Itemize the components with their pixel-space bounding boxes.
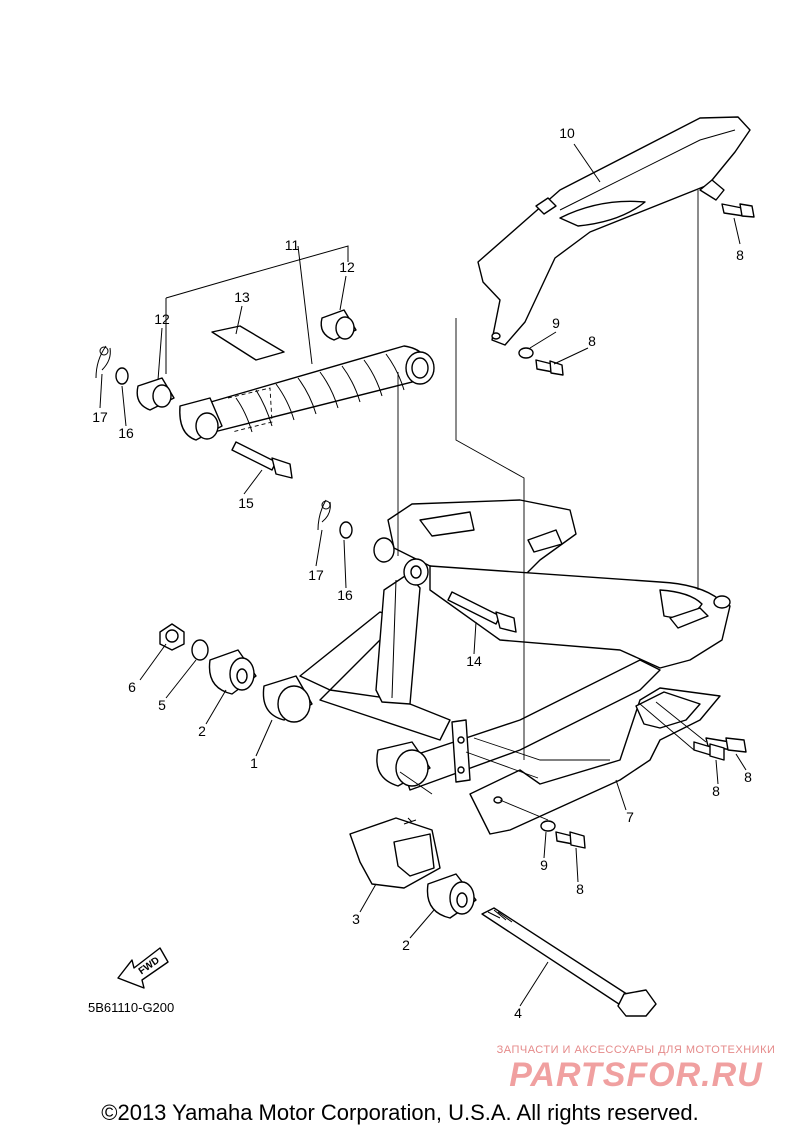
shock-upper-bolt [447,591,517,633]
callout-17-middle: 17 [308,567,324,583]
callout-10: 10 [559,125,575,141]
washer-upper [518,347,534,359]
bolt-upper-middle [535,359,564,376]
watermark-tagline: ЗАПЧАСТИ И АКСЕССУАРЫ ДЛЯ МОТОТЕХНИКИ [496,1044,776,1056]
copyright-notice: ©2013 Yamaha Motor Corporation, U.S.A. A… [101,1100,699,1125]
callout-13: 13 [234,289,250,305]
callout-16-middle: 16 [337,587,353,603]
callout-2-upper: 2 [198,723,206,739]
chain-slider [349,817,441,889]
washer-middle [339,521,353,539]
callout-1: 1 [250,755,258,771]
callout-8-lower-c: 8 [576,881,584,897]
callout-8-top: 8 [736,247,744,263]
swingarm [262,499,731,791]
rear-shock-absorber [179,345,435,441]
callout-6: 6 [128,679,136,695]
callout-12-left: 12 [154,311,170,327]
leader-lines [99,143,747,1007]
collar-left [136,377,175,411]
alignment-lines [397,190,707,821]
callout-7: 7 [626,809,634,825]
shock-label [211,325,285,361]
callout-5: 5 [158,697,166,713]
callout-9-lower: 9 [540,857,548,873]
callout-17-left: 17 [92,409,108,425]
pivot-shaft [481,907,657,1017]
callout-16-left: 16 [118,425,134,441]
callout-12-right: 12 [339,259,355,275]
washer-lower [540,820,556,832]
callout-9-upper: 9 [552,315,560,331]
chain-guard [477,116,751,346]
callout-14: 14 [466,653,482,669]
lower-chain-guard [469,687,721,835]
callout-numbers: 10 8 9 8 11 12 13 12 17 16 15 17 16 14 6… [92,125,752,1021]
callout-15: 15 [238,495,254,511]
callout-8-lower-a: 8 [712,783,720,799]
callout-8-lower-b: 8 [744,769,752,785]
collar-right [320,309,357,341]
bolt-lower-right-b [693,741,725,761]
pivot-washer [191,639,209,661]
bolt-top-right [721,203,755,218]
callout-11: 11 [285,237,300,253]
bushing-lower [426,873,477,919]
callout-4: 4 [514,1005,522,1021]
shock-lower-bolt [231,441,293,479]
bushing-upper [208,649,257,695]
diagram-code: 5B61110-G200 [88,1000,174,1015]
watermark-logo: PARTSFOR.RU [509,1056,763,1094]
callout-8-upper: 8 [588,333,596,349]
callout-3: 3 [352,911,360,927]
cotter-pin-left [95,345,111,379]
callout-2-lower: 2 [402,937,410,953]
bolt-lower-middle [555,831,586,849]
pivot-nut [159,623,185,651]
cotter-pin-middle [317,499,331,531]
washer-left [115,367,129,385]
fwd-arrow: FWD [117,947,169,989]
bolt-lower-right-a [705,737,747,753]
